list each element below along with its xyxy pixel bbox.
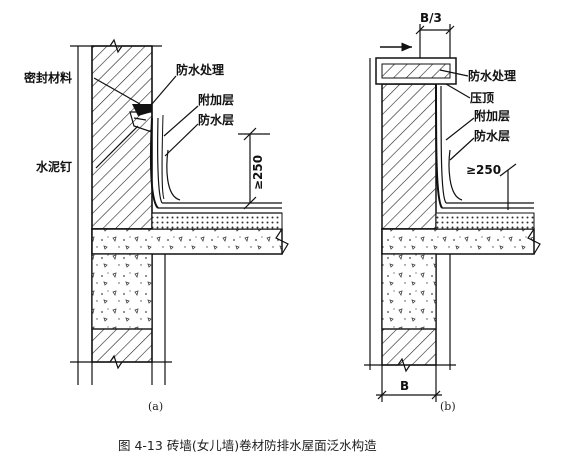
label-waterproof-treatment-a: 防水处理 — [176, 62, 224, 77]
label-cement-nail-a: 水泥钉 — [36, 159, 72, 174]
label-waterproof-layer-b: 防水层 — [474, 128, 510, 143]
figure-caption: 图 4-13 砖墙(女儿墙)卷材防排水屋面泛水构造 — [118, 438, 377, 453]
label-waterproof-treatment-b: 防水处理 — [468, 68, 516, 83]
concrete-slab-b — [381, 228, 535, 255]
label-waterproof-layer-a: 防水层 — [198, 112, 234, 127]
dim-height-b: ≥250 — [466, 163, 501, 177]
label-additional-layer-b: 附加层 — [474, 108, 510, 123]
label-additional-layer-a: 附加层 — [198, 92, 234, 107]
label-sealant-a: 密封材料 — [24, 70, 72, 85]
membrane-upturn-b — [435, 83, 443, 209]
dim-width-top-b: B/3 — [420, 11, 442, 25]
dim-width-b: B — [400, 379, 409, 393]
sub-caption-a: (a) — [148, 400, 163, 413]
panel-b: B/3 防水处理 压顶 附加层 防水层 ≥250 B (b) — [364, 11, 541, 413]
insulation-a — [151, 212, 283, 230]
panel-a: 密封材料 防水处理 附加层 防水层 水泥钉 ≥250 (a) — [24, 38, 289, 413]
dim-height-a: ≥250 — [251, 155, 265, 190]
insulation-b — [435, 212, 535, 230]
concrete-beam-a — [91, 253, 153, 330]
sealant-a — [132, 104, 152, 116]
brick-wall-b — [381, 83, 437, 230]
concrete-beam-b — [381, 253, 437, 330]
label-coping-b: 压顶 — [470, 91, 494, 105]
concrete-slab-a — [91, 228, 283, 255]
sub-caption-b: (b) — [440, 400, 456, 413]
brick-wall-a — [91, 45, 153, 230]
